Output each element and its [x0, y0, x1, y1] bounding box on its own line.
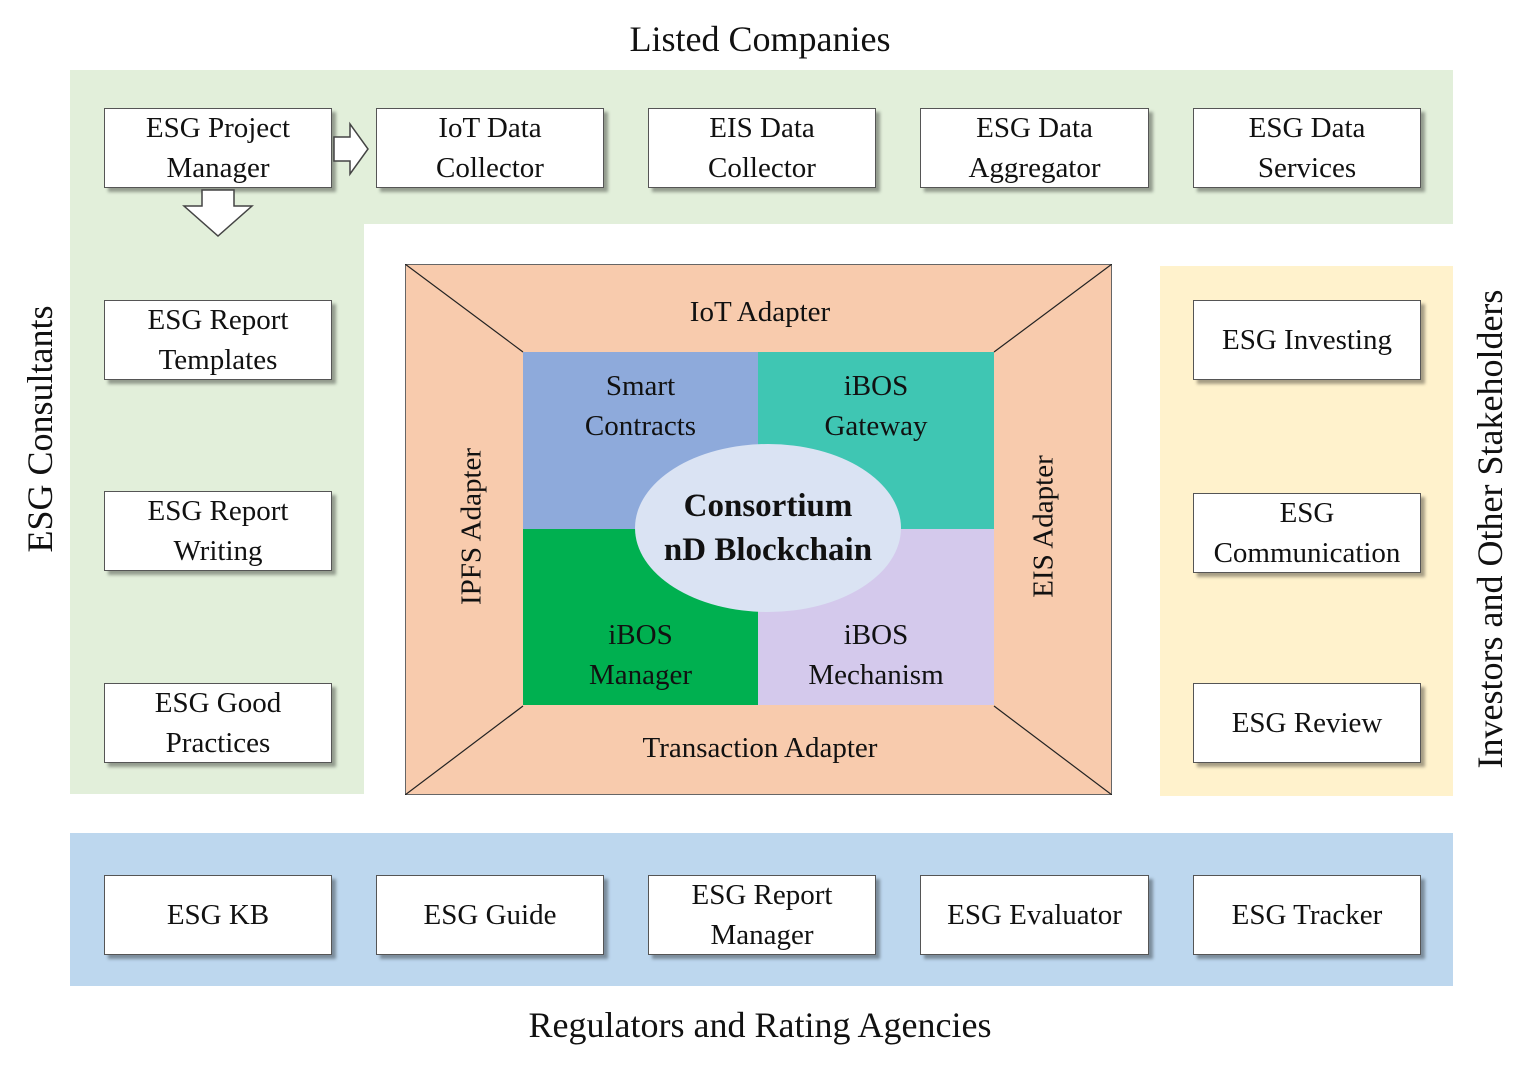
esg-kb-box: ESG KB	[104, 875, 332, 955]
investors-title: Investors and Other Stakeholders	[1470, 289, 1510, 769]
ellipse-line: Consortium	[683, 488, 853, 524]
esg-evaluator-box: ESG Evaluator	[920, 875, 1149, 955]
box-line: Templates	[158, 344, 278, 376]
quadrant-line: Manager	[588, 659, 693, 691]
box-line: ESG Guide	[423, 899, 557, 931]
esg-guide-box: ESG Guide	[376, 875, 604, 955]
esg-investing-box: ESG Investing	[1193, 300, 1421, 380]
box-line: Manager	[710, 919, 814, 951]
esg-report-writing-box: ESG Report Writing	[104, 491, 332, 571]
box-line: Collector	[708, 152, 816, 184]
box-line: ESG Evaluator	[947, 899, 1122, 931]
box-line: Practices	[165, 727, 271, 759]
box-line: ESG Project	[145, 112, 291, 144]
iot-adapter-label: IoT Adapter	[689, 296, 831, 328]
box-line: ESG Report	[147, 495, 289, 527]
eis-adapter-label: EIS Adapter	[1027, 455, 1060, 598]
esg-data-aggregator-box: ESG Data Aggregator	[920, 108, 1149, 188]
box-line: ESG Report	[691, 879, 833, 911]
esg-report-manager-box: ESG Report Manager	[648, 875, 876, 955]
box-line: ESG KB	[166, 899, 270, 931]
quadrant-line: iBOS	[843, 619, 909, 651]
esg-tracker-box: ESG Tracker	[1193, 875, 1421, 955]
box-line: ESG Data	[976, 112, 1093, 144]
esg-good-practices-box: ESG Good Practices	[104, 683, 332, 763]
box-line: Communication	[1213, 537, 1401, 569]
box-line: ESG Report	[147, 304, 289, 336]
esg-consultants-title: ESG Consultants	[20, 305, 60, 553]
box-line: ESG	[1279, 497, 1335, 529]
box-line: Services	[1257, 152, 1357, 184]
box-line: EIS Data	[709, 112, 815, 144]
quadrant-line: Smart	[605, 370, 676, 402]
esg-review-box: ESG Review	[1193, 683, 1421, 763]
consortium-blockchain-ellipse: Consortium nD Blockchain	[635, 444, 901, 612]
quadrant-line: Contracts	[584, 410, 697, 442]
arrow-right-icon	[333, 121, 369, 177]
listed-companies-title: Listed Companies	[629, 19, 891, 59]
box-line: ESG Tracker	[1231, 899, 1383, 931]
box-line: Collector	[436, 152, 544, 184]
ellipse-line: nD Blockchain	[663, 532, 873, 568]
box-line: Manager	[166, 152, 270, 184]
box-line: ESG Data	[1248, 112, 1366, 144]
quadrant-line: iBOS	[608, 619, 673, 651]
quadrant-line: Gateway	[824, 410, 928, 442]
box-line: Aggregator	[968, 152, 1101, 184]
eis-data-collector-box: EIS Data Collector	[648, 108, 876, 188]
quadrant-line: Mechanism	[808, 659, 944, 691]
quadrant-line: iBOS	[843, 370, 909, 402]
esg-communication-box: ESG Communication	[1193, 493, 1421, 573]
transaction-adapter-label: Transaction Adapter	[642, 732, 878, 764]
iot-data-collector-box: IoT Data Collector	[376, 108, 604, 188]
regulators-title: Regulators and Rating Agencies	[528, 1005, 992, 1045]
ibos-manager-quadrant: iBOS Manager	[523, 529, 758, 705]
box-line: Writing	[173, 535, 263, 567]
box-line: ESG Good	[154, 687, 282, 719]
box-line: ESG Investing	[1222, 324, 1392, 356]
box-line: IoT Data	[438, 112, 542, 144]
arrow-down-icon	[182, 189, 254, 238]
esg-project-manager-box: ESG Project Manager	[104, 108, 332, 188]
esg-report-templates-box: ESG Report Templates	[104, 300, 332, 380]
esg-data-services-box: ESG Data Services	[1193, 108, 1421, 188]
box-line: ESG Review	[1231, 707, 1383, 739]
ipfs-adapter-label: IPFS Adapter	[455, 447, 488, 606]
